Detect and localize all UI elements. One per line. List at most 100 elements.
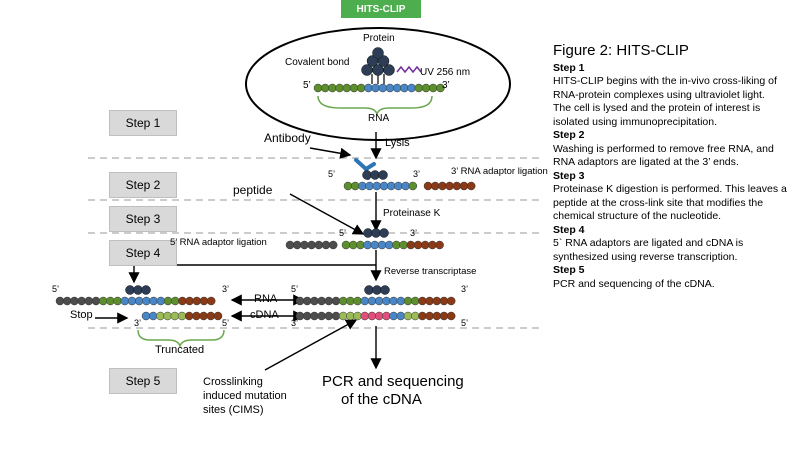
nucleotide-bead xyxy=(420,240,430,250)
panel-step-text: isolated using immunoprecipitation. xyxy=(553,115,718,128)
nucleotide-bead xyxy=(356,240,365,250)
protein-subunit xyxy=(371,228,381,238)
truncated-label: Truncated xyxy=(155,344,205,356)
adaptor-5-label: 5’ RNA adaptor ligation xyxy=(170,237,267,248)
nucleotide-bead xyxy=(428,83,438,93)
cims-label-line2: induced mutation xyxy=(203,390,287,402)
nucleotide-bead xyxy=(385,83,395,93)
panel-step-text: PCR and sequencing of the cDNA. xyxy=(553,277,715,290)
panel-step-text: The cell is lysed and the protein of int… xyxy=(553,102,761,114)
nucleotide-bead xyxy=(313,83,323,93)
cdna-label: cDNA xyxy=(250,309,279,321)
nucleotide-bead xyxy=(310,296,319,306)
step2-3prime-label: 3’ xyxy=(413,169,421,179)
bead-layer xyxy=(55,47,476,321)
pcr-label-line2: of the cDNA xyxy=(341,391,422,408)
panel-step-text: HITS-CLIP begins with the in-vivo cross-… xyxy=(553,75,777,87)
nucleotide-bead xyxy=(163,296,173,306)
nucleotide-bead xyxy=(302,311,312,321)
nucleotide-bead xyxy=(328,240,338,250)
nucleotide-bead xyxy=(328,83,337,93)
nucleotide-bead xyxy=(353,296,362,306)
nucleotide-bead xyxy=(365,181,374,191)
nucleotide-bead xyxy=(400,83,409,93)
nucleotide-bead xyxy=(335,83,344,93)
nucleotide-bead xyxy=(62,296,72,306)
rna-strand-step1 xyxy=(313,83,445,93)
stop-label: Stop xyxy=(70,309,93,321)
lysis-label: Lysis xyxy=(385,137,410,149)
right-cdna-5prime-label: 5’ xyxy=(461,318,469,328)
nucleotide-bead xyxy=(338,296,348,306)
protein-subunit xyxy=(372,285,382,295)
nucleotide-bead xyxy=(353,311,362,321)
rna-duplex-label: RNA xyxy=(254,293,278,305)
nucleotide-bead xyxy=(317,296,326,306)
panel-step-text: 5` RNA adaptors are ligated and cDNA is xyxy=(553,237,744,249)
nucleotide-bead xyxy=(148,311,158,321)
protein-subunit xyxy=(370,170,380,180)
protein-subunit xyxy=(383,64,395,76)
cell-outline xyxy=(245,27,511,141)
nucleotide-bead xyxy=(372,181,382,191)
step-5-box: Step 5 xyxy=(109,368,177,394)
peptide-left-duplex xyxy=(125,285,151,295)
nucleotide-bead xyxy=(438,181,447,191)
panel-step-text: Washing is performed to remove free RNA,… xyxy=(553,142,774,155)
nucleotide-bead xyxy=(377,240,387,250)
nucleotide-bead xyxy=(403,296,413,306)
nucleotide-bead xyxy=(423,181,433,191)
nucleotide-bead xyxy=(428,240,437,250)
nucleotide-bead xyxy=(466,181,476,191)
nucleotide-bead xyxy=(410,296,420,306)
step-separators xyxy=(88,157,540,329)
panel-step-text: synthesized using reverse transcription. xyxy=(553,250,738,263)
nucleotide-bead xyxy=(401,181,410,191)
peptide-step4 xyxy=(363,228,389,238)
antibody-label: Antibody xyxy=(264,131,311,145)
nucleotide-bead xyxy=(348,240,358,250)
nucleotide-bead xyxy=(199,296,209,306)
cims-label-line3: sites (CIMS) xyxy=(203,404,264,416)
nucleotide-bead xyxy=(141,311,151,321)
panel-step-heading: Step 4 xyxy=(553,223,585,236)
nucleotide-bead xyxy=(360,296,370,306)
protein-label: Protein xyxy=(363,33,395,44)
panel-step-text: peptide at the cross-link site that modi… xyxy=(553,196,764,209)
left-3prime-label: 3’ xyxy=(222,284,230,294)
nucleotide-bead xyxy=(302,296,312,306)
reverse-transcriptase-label: Reverse transcriptase xyxy=(384,266,477,277)
nucleotide-bead xyxy=(184,311,194,321)
nucleotide-bead xyxy=(421,83,431,93)
nucleotide-bead xyxy=(70,296,79,306)
nucleotide-bead xyxy=(292,240,302,250)
nucleotide-bead xyxy=(382,296,391,306)
rna-strand-step4 xyxy=(341,240,444,250)
nucleotide-bead xyxy=(430,181,440,191)
nucleotide-bead xyxy=(342,83,352,93)
panel-step-text: RNA adaptors are ligated at the 3’ ends. xyxy=(553,156,739,168)
nucleotide-bead xyxy=(413,240,423,250)
step2-5prime-label: 5’ xyxy=(328,169,336,179)
flow-arrows xyxy=(95,132,382,371)
nucleotide-bead xyxy=(374,296,384,306)
nucleotide-bead xyxy=(406,240,416,250)
nucleotide-bead xyxy=(134,296,144,306)
nucleotide-bead xyxy=(459,181,469,191)
nucleotide-bead xyxy=(446,311,456,321)
nucleotide-bead xyxy=(389,296,398,306)
cdna-strand-right-duplex xyxy=(295,311,456,321)
cims-label-line1: Crosslinking xyxy=(203,376,263,388)
peptide-right-duplex xyxy=(364,285,390,295)
nucleotide-bead xyxy=(363,240,372,250)
right-3prime-label: 3’ xyxy=(461,284,469,294)
nucleotide-bead xyxy=(425,311,434,321)
left-cdna-3prime-label: 3’ xyxy=(134,318,142,328)
nucleotide-bead xyxy=(378,83,388,93)
nucleotide-bead xyxy=(364,83,373,93)
nucleotide-bead xyxy=(341,240,351,250)
nucleotide-bead xyxy=(170,311,180,321)
nucleotide-bead xyxy=(371,83,380,93)
nucleotide-bead xyxy=(91,296,101,306)
